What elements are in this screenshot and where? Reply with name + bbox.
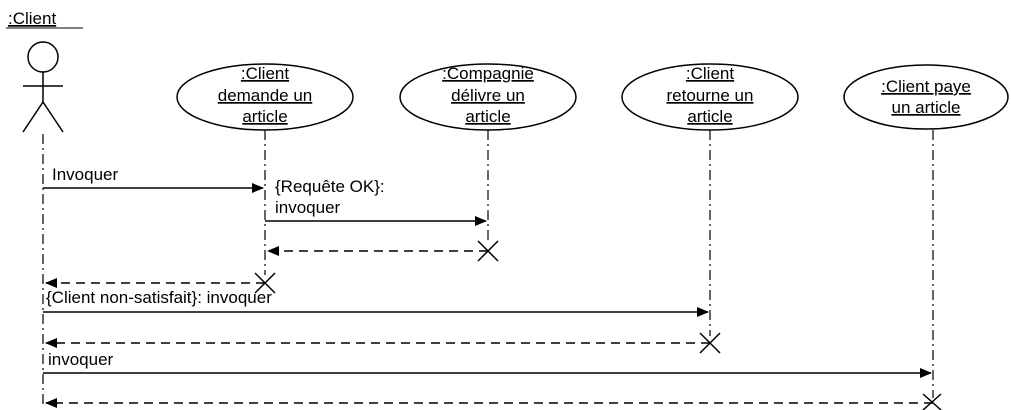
object-client-paye: :Client paye un article: [843, 64, 1009, 130]
destroy-mark-object-2: [477, 240, 499, 262]
message-invoquer-4: invoquer: [43, 350, 932, 378]
object-client-demande: :Client demande un article: [176, 63, 354, 131]
object-2-line-2: délivre un: [451, 86, 525, 105]
object-1-line-3: article: [242, 107, 287, 126]
message-1-label: Invoquer: [52, 165, 118, 184]
object-3-line-1: :Client: [686, 64, 734, 83]
destroy-mark-object-4: [922, 393, 942, 410]
lifelines: [42, 130, 934, 408]
message-client-non-satisfait: {Client non-satisfait}: invoquer: [43, 288, 709, 317]
destroy-mark-object-3: [699, 332, 721, 354]
actor-head: [27, 41, 59, 73]
message-3-label: {Client non-satisfait}: invoquer: [46, 288, 272, 307]
actor-label: :Client: [8, 9, 56, 28]
destroy-mark-object-1: [254, 272, 276, 294]
object-2-line-1: :Compagnie: [442, 64, 534, 83]
object-4-line-2: un article: [892, 98, 961, 117]
actor-left-leg: [22, 101, 44, 133]
message-4-label: invoquer: [48, 350, 114, 369]
object-3-line-2: retourne un: [667, 86, 754, 105]
object-1-line-2: demande un: [218, 86, 313, 105]
object-2-line-3: article: [465, 107, 510, 126]
object-1-line-1: :Client: [241, 64, 289, 83]
message-2-label-line-2: invoquer: [275, 198, 341, 217]
actor-right-leg: [42, 101, 64, 133]
message-2-label-line-1: {Requête OK}:: [275, 177, 385, 196]
object-4-line-1: :Client paye: [881, 77, 971, 96]
object-3-line-3: article: [687, 107, 732, 126]
message-invoquer-1: Invoquer: [43, 165, 264, 193]
object-client-retourne: :Client retourne un article: [621, 63, 799, 131]
message-requete-ok: {Requête OK}: invoquer: [265, 177, 487, 226]
actor-client: :Client: [6, 9, 83, 133]
object-compagnie-delivre: :Compagnie délivre un article: [399, 63, 577, 131]
